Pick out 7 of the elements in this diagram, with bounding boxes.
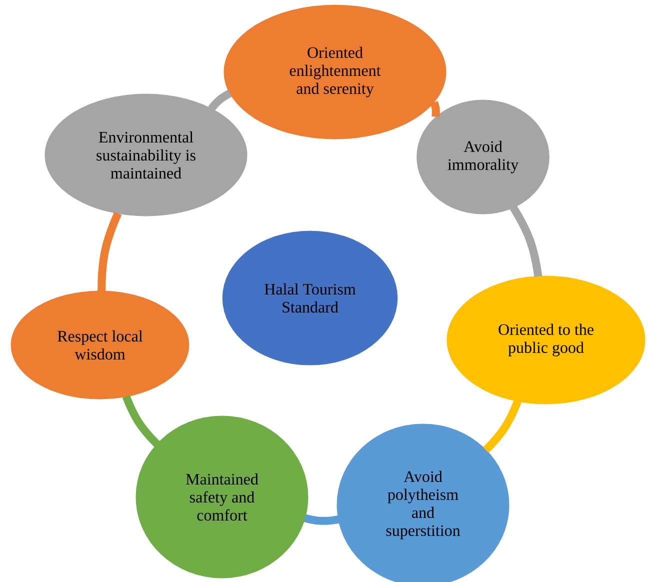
connector [430, 101, 440, 118]
connector [482, 400, 522, 453]
connector [98, 212, 122, 292]
connector [122, 394, 160, 448]
connector [304, 514, 340, 525]
connector [208, 90, 232, 112]
connector [510, 205, 542, 278]
